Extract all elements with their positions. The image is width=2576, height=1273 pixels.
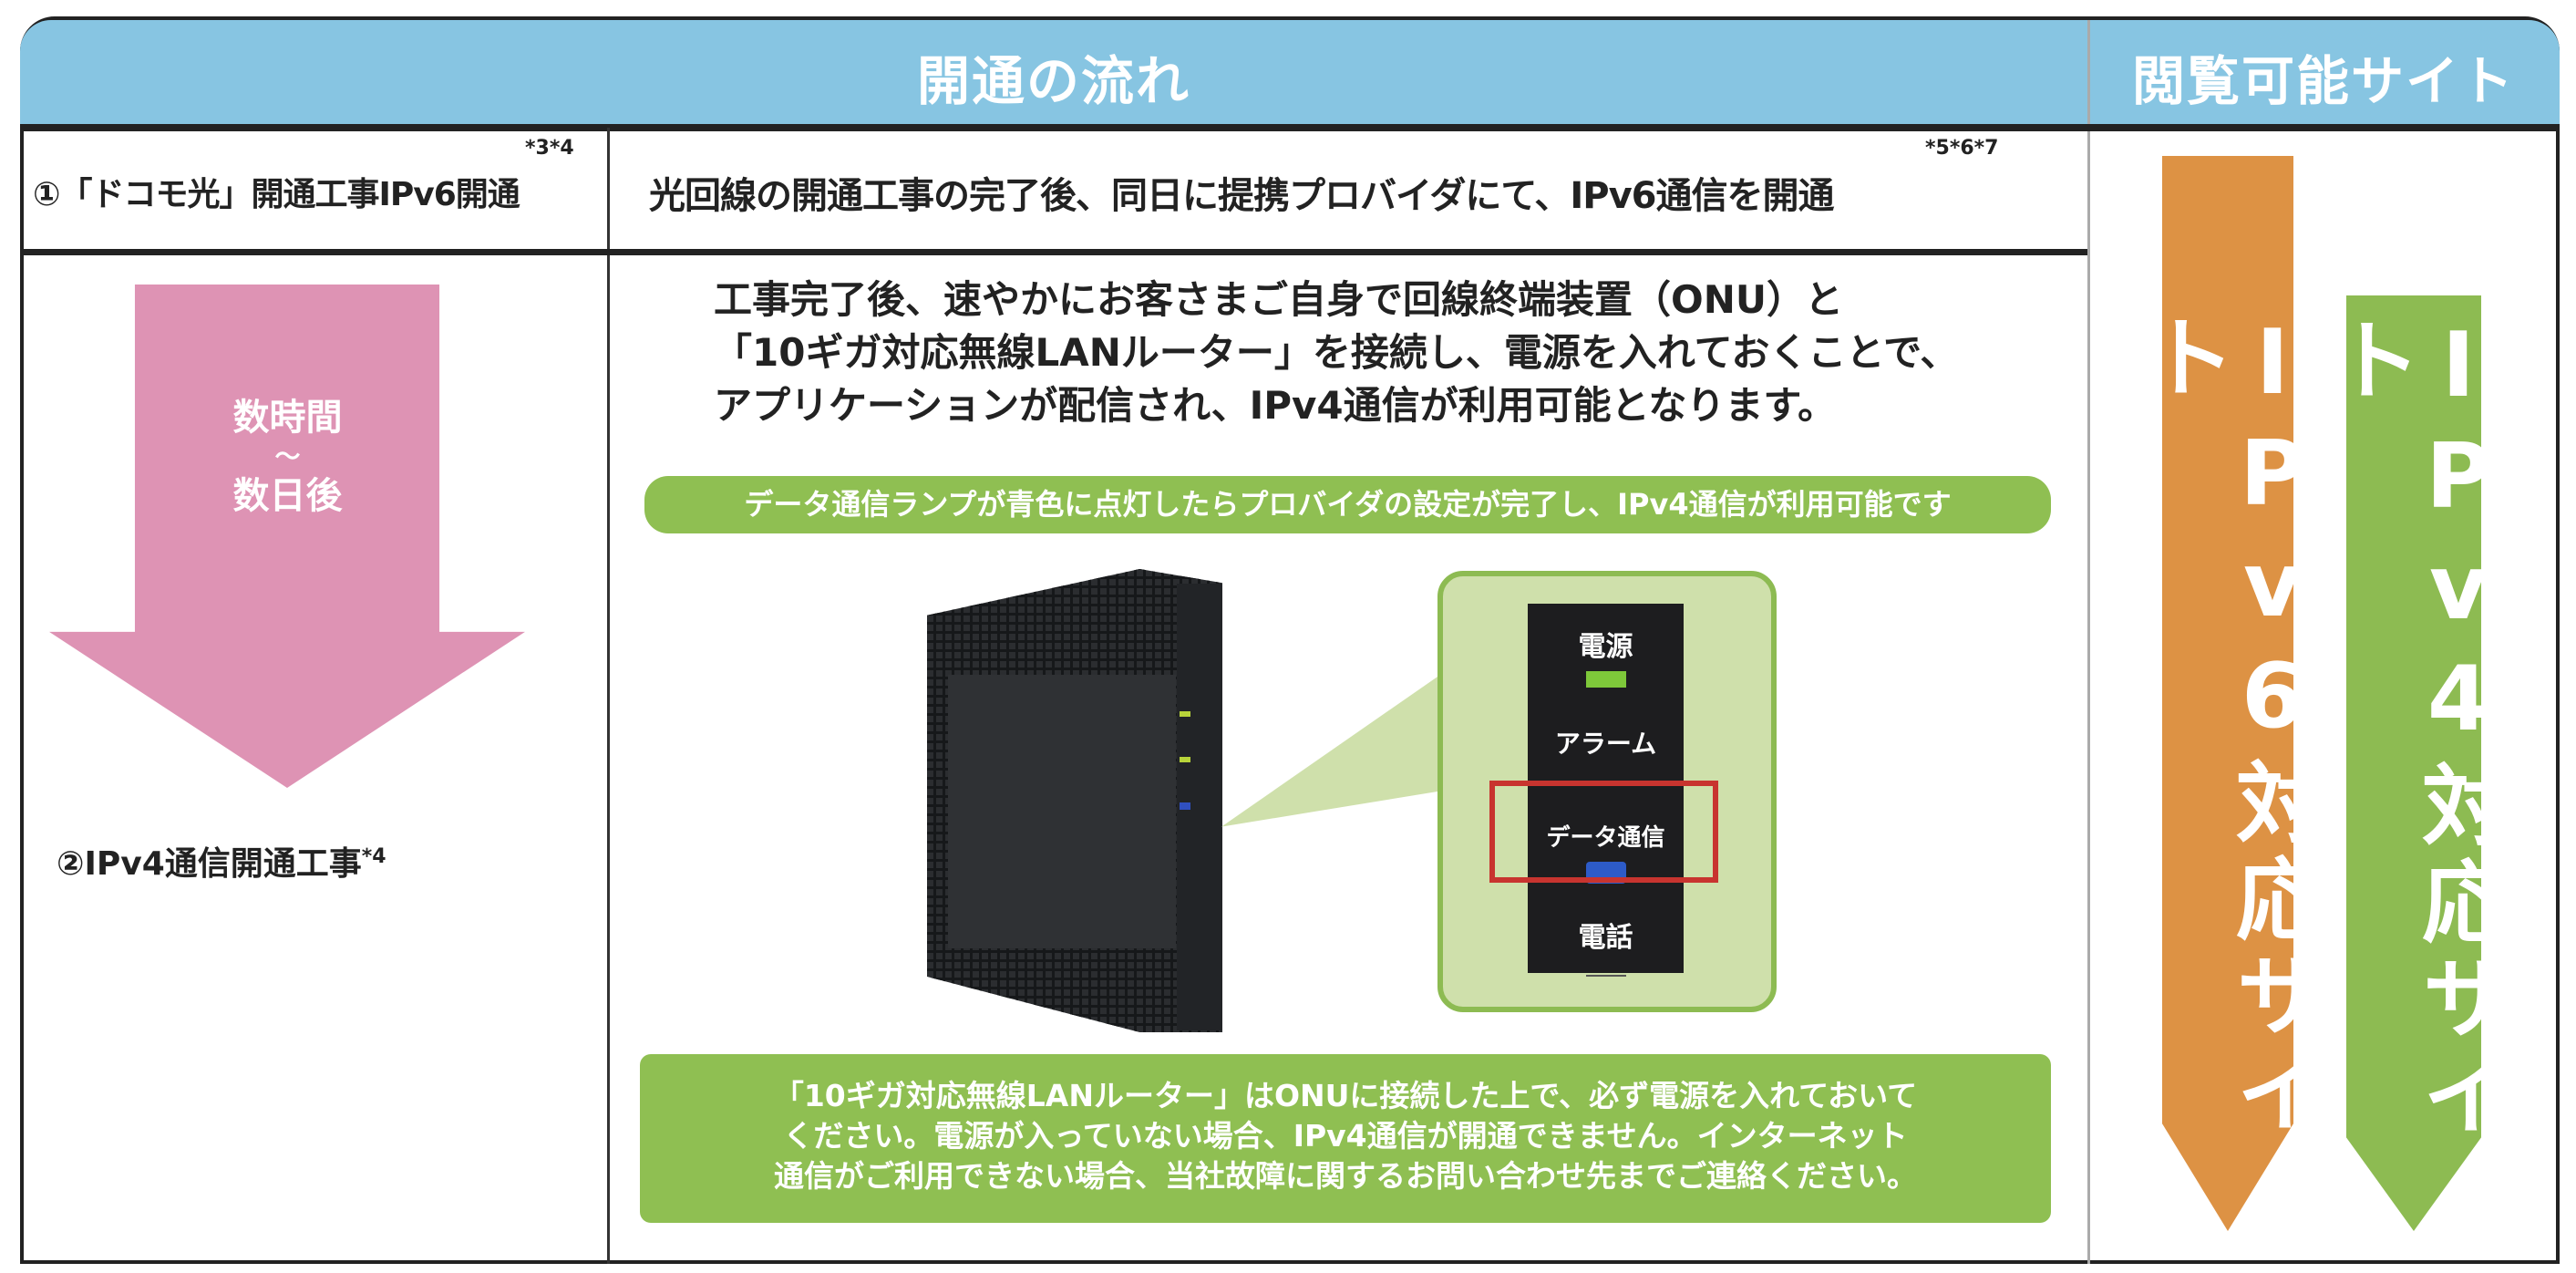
step1-label: ①「ドコモ光」開通工事IPv6開通: [33, 176, 520, 213]
lamp-panel: 電源 アラーム データ通信 電話: [1528, 604, 1684, 977]
column-divider: [2087, 20, 2090, 1264]
paragraph-line: 「10ギガ対応無線LANルーター」を接続し、電源を入れておくことで、: [714, 330, 1959, 375]
step2-text: ②IPv4通信開通工事: [57, 845, 362, 883]
led-icon: [1180, 802, 1190, 810]
ipv6-sites-arrow: IPv6対応サイト: [2162, 156, 2293, 1231]
arrow-line: 〜: [274, 441, 301, 471]
paragraph-line: 工事完了後、速やかにお客さまご自身で回線終端装置（ONU）と: [714, 277, 1843, 322]
lamp-label: 電源: [1578, 631, 1633, 663]
warning-line: 通信がご利用できない場合、当社故障に関するお問い合わせ先までご連絡ください。: [774, 1158, 1917, 1194]
lamp-label: 電話: [1578, 922, 1633, 954]
ipv4-sites-label: IPv4対応サイト: [2317, 314, 2510, 1145]
arrow-line: 数日後: [232, 475, 343, 517]
flow-title: 開通の流れ: [916, 50, 1190, 112]
row-divider: [20, 249, 2087, 255]
step1-footnote: *3*4: [525, 137, 574, 160]
step2-footnote: *4: [361, 845, 386, 868]
router-body: [948, 675, 1176, 948]
phone-lamp-icon: [1585, 962, 1626, 977]
led-icon: [1180, 711, 1190, 717]
highlight-box: [1489, 781, 1718, 883]
warning-line: ください。電源が入っていない場合、IPv4通信が開通できません。インターネット: [783, 1118, 1908, 1154]
instruction-paragraph: 工事完了後、速やかにお客さまご自身で回線終端装置（ONU）と 「10ギガ対応無線…: [714, 274, 1958, 432]
sites-title: 閲覧可能サイト: [2131, 50, 2515, 112]
lamp-label: データ通信: [1546, 824, 1665, 852]
column-divider: [607, 128, 610, 1264]
warning-box: 「10ギガ対応無線LANルーター」はONUに接続した上で、必ず電源を入れておいて…: [640, 1054, 2051, 1223]
warning-line: 「10ギガ対応無線LANルーター」はONUに接続した上で、必ず電源を入れておいて: [773, 1078, 1918, 1113]
step2-label: ②IPv4通信開通工事*4: [57, 837, 386, 885]
time-arrow-label: 数時間 〜 数日後: [135, 392, 440, 522]
table-header: [20, 20, 2560, 126]
ipv6-sites-label: IPv6対応サイト: [2131, 311, 2324, 1143]
ipv4-sites-arrow: IPv4対応サイト: [2346, 295, 2481, 1231]
step1-description: 光回線の開通工事の完了後、同日に提携プロバイダにて、IPv6通信を開通: [649, 175, 1835, 217]
header-divider: [20, 124, 2560, 131]
led-icon: [1180, 757, 1190, 762]
arrow-line: 数時間: [232, 397, 343, 439]
lamp-label: アラーム: [1554, 729, 1657, 759]
lamp-note-banner: データ通信ランプが青色に点灯したらプロバイダの設定が完了し、IPv4通信が利用可…: [644, 476, 2051, 533]
paragraph-line: アプリケーションが配信され、IPv4通信が利用可能となります。: [714, 383, 1837, 428]
power-lamp-icon: [1585, 671, 1626, 688]
step1-desc-footnote: *5*6*7: [1925, 137, 1999, 160]
